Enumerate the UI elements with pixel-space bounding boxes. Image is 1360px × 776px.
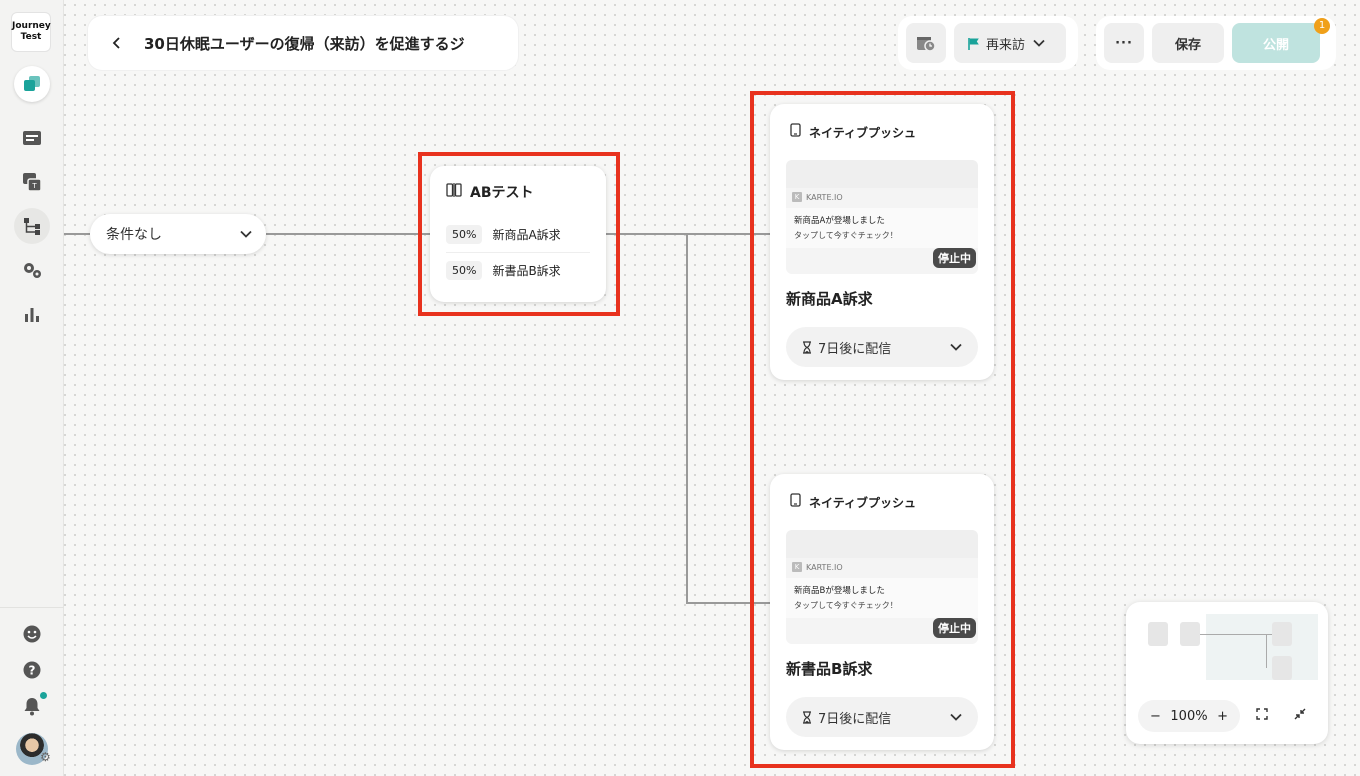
chevron-down-icon: [950, 343, 962, 351]
chevron-down-icon: [240, 230, 252, 238]
ab-test-node[interactable]: ABテスト 50% 新商品A訴求 50% 新書品B訴求: [430, 166, 606, 302]
highlight-box-ab: [418, 152, 620, 316]
variant-percent: 50%: [446, 261, 483, 280]
title-bar: 30日休眠ユーザーの復帰（来訪）を促進するジ: [88, 16, 518, 70]
ab-split-icon: [446, 183, 462, 201]
goal-select[interactable]: 再来訪: [954, 23, 1066, 63]
push-preview: K KARTE.IO 新商品Bが登場しました タップして今すぐチェック！ 停止中: [786, 530, 978, 644]
condition-label: 条件なし: [106, 227, 162, 243]
connector-line: [686, 233, 770, 235]
avatar-gear-icon[interactable]: ⚙: [40, 750, 51, 764]
collapse-icon[interactable]: [1290, 706, 1310, 726]
zoom-out-button[interactable]: −: [1150, 708, 1161, 724]
connector-line: [606, 233, 686, 235]
template-icon[interactable]: T: [14, 164, 50, 200]
delay-select[interactable]: 7日後に配信: [786, 697, 978, 737]
fit-screen-icon[interactable]: [1252, 706, 1272, 726]
back-chevron-icon[interactable]: [112, 34, 136, 53]
analytics-icon[interactable]: [14, 296, 50, 332]
push-node-b[interactable]: ネイティブプッシュ K KARTE.IO 新商品Bが登場しました タップして今すぐ…: [770, 474, 994, 750]
publish-count-badge: 1: [1314, 18, 1330, 34]
connector-line: [266, 233, 430, 235]
delay-label: 7日後に配信: [818, 711, 892, 727]
minimap[interactable]: − 100% +: [1126, 602, 1328, 744]
ab-test-title: ABテスト: [470, 185, 534, 201]
push-node-a[interactable]: ネイティブプッシュ K KARTE.IO 新商品Aが登場しました タップして今すぐ…: [770, 104, 994, 380]
minimap-node: [1148, 622, 1168, 646]
settings-gears-icon[interactable]: [14, 252, 50, 288]
notification-dot: [40, 692, 47, 699]
page-title: 30日休眠ユーザーの復帰（来訪）を促進するジ: [144, 34, 465, 53]
push-name: 新書品B訴求: [786, 660, 873, 678]
push-type-label: ネイティブプッシュ: [809, 125, 917, 140]
minimap-line: [1200, 634, 1272, 635]
campaign-list-icon[interactable]: [14, 120, 50, 156]
publish-button[interactable]: 公開: [1232, 23, 1320, 63]
journey-flow-icon[interactable]: [14, 208, 50, 244]
hourglass-icon: [803, 710, 811, 724]
preview-brand: KARTE.IO: [806, 192, 843, 202]
variant-label: 新書品B訴求: [492, 264, 561, 278]
svg-text:?: ?: [29, 664, 36, 678]
minimap-viewport[interactable]: [1206, 614, 1318, 680]
app-logo[interactable]: Journey Test: [11, 12, 51, 52]
highlight-box-push: [750, 91, 1015, 768]
schedule-calendar-button[interactable]: [906, 23, 946, 63]
connector-line: [686, 602, 770, 604]
ab-variant-row[interactable]: 50% 新書品B訴求: [446, 252, 590, 288]
push-preview: K KARTE.IO 新商品Aが登場しました タップして今すぐチェック！ 停止中: [786, 160, 978, 274]
minimap-node: [1272, 622, 1292, 646]
minimap-node: [1180, 622, 1200, 646]
status-badge: 停止中: [933, 248, 976, 268]
svg-text:T: T: [31, 182, 37, 190]
variant-percent: 50%: [446, 224, 483, 244]
hourglass-icon: [803, 340, 811, 354]
minimap-node: [1272, 656, 1292, 680]
phone-icon: [790, 123, 801, 141]
push-type-label: ネイティブプッシュ: [809, 495, 917, 510]
smiley-feedback-icon[interactable]: [14, 616, 50, 652]
preview-title: 新商品Bが登場しました: [794, 586, 885, 596]
avatar[interactable]: [16, 733, 48, 765]
preview-title: 新商品Aが登場しました: [794, 216, 885, 226]
push-name: 新商品A訴求: [786, 290, 873, 308]
save-button[interactable]: 保存: [1152, 23, 1224, 63]
zoom-control: − 100% +: [1138, 700, 1240, 732]
minimap-line: [1266, 634, 1267, 668]
logo-line1: Journey: [12, 21, 51, 31]
more-options-button[interactable]: ···: [1104, 23, 1144, 63]
ab-variant-row[interactable]: 50% 新商品A訴求: [446, 216, 590, 252]
zoom-in-button[interactable]: +: [1217, 708, 1228, 724]
karte-logo-icon: K: [792, 192, 802, 202]
karte-logo-icon: K: [792, 562, 802, 572]
preview-brand: KARTE.IO: [806, 562, 843, 572]
connector-line: [64, 233, 90, 235]
connector-line: [686, 233, 688, 603]
variant-label: 新商品A訴求: [492, 227, 561, 242]
delay-label: 7日後に配信: [818, 341, 892, 357]
sidebar-divider: [0, 607, 64, 608]
bell-icon[interactable]: [14, 688, 50, 724]
chevron-down-icon: [950, 713, 962, 721]
zoom-level: 100%: [1170, 708, 1208, 724]
goal-toolbar: 再来訪: [898, 16, 1078, 70]
delay-select[interactable]: 7日後に配信: [786, 327, 978, 367]
chevron-down-icon: [1033, 39, 1045, 47]
app-switcher-icon[interactable]: [14, 66, 50, 102]
flag-icon: [968, 37, 979, 50]
preview-text: タップして今すぐチェック！: [794, 601, 898, 610]
phone-icon: [790, 493, 801, 511]
logo-line2: Test: [20, 32, 42, 42]
preview-text: タップして今すぐチェック！: [794, 231, 898, 240]
help-icon[interactable]: ?: [14, 652, 50, 688]
goal-label: 再来訪: [986, 37, 1026, 53]
condition-select[interactable]: 条件なし: [90, 214, 266, 254]
action-toolbar: ··· 保存 公開 1: [1096, 16, 1336, 70]
sidebar: Journey Test T ? ⚙: [0, 0, 64, 776]
status-badge: 停止中: [933, 618, 976, 638]
